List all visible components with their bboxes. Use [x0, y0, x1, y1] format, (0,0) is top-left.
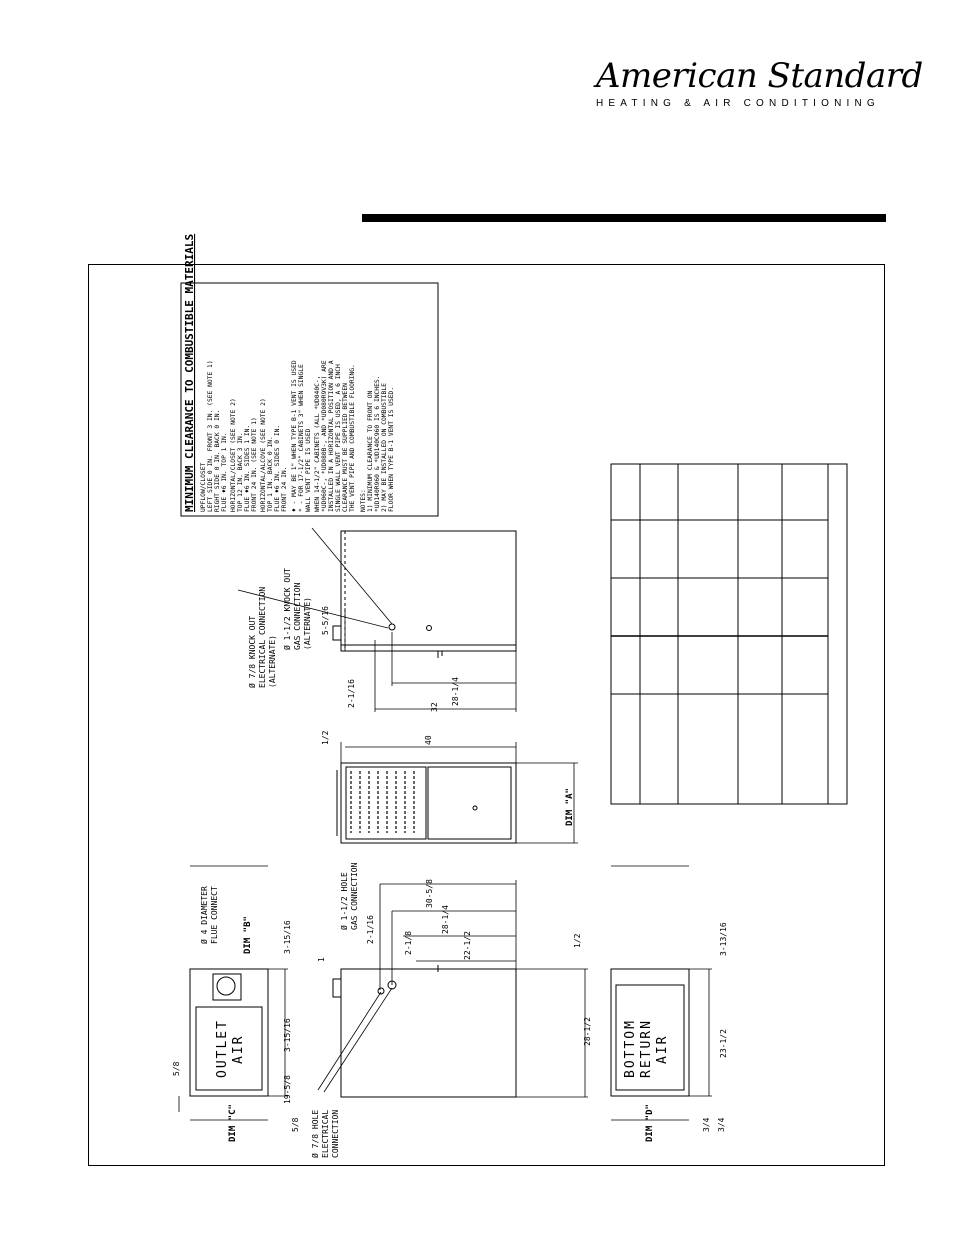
clearance-line: CLEARANCE MUST BE SUPPLIED BETWEEN — [342, 383, 349, 512]
clearance-line: INSTALLED IN A HORIZONTAL POSITION AND A — [328, 360, 335, 512]
svg-text:AIR: AIR — [655, 1035, 670, 1064]
front-view — [336, 762, 517, 844]
clearance-line: TOP 1 IN. BACK 0 IN. — [267, 436, 274, 512]
svg-text:(ALTERNATE): (ALTERNATE) — [303, 597, 312, 650]
svg-text:CONNECTION: CONNECTION — [331, 1110, 340, 1158]
brand-name: American Standard — [596, 56, 923, 96]
dim-value: 1 — [317, 957, 326, 962]
svg-text:Ø 1-1/2 KNOCK OUT: Ø 1-1/2 KNOCK OUT — [282, 568, 292, 650]
svg-text:ELECTRICAL CONNECTION: ELECTRICAL CONNECTION — [258, 587, 267, 688]
outlet-air-label: OUTLET AIR — [215, 1019, 246, 1078]
svg-text:FLUE CONNECT: FLUE CONNECT — [210, 886, 219, 944]
svg-text:OUTLET: OUTLET — [215, 1019, 230, 1078]
clearance-line: FLUE ♦6 IN. TOP 1 IN. — [221, 432, 228, 512]
side-view-alternate — [332, 530, 517, 658]
dim-value: 30-5/8 — [425, 879, 434, 908]
dim-value: 5/8 — [172, 1061, 181, 1076]
clearance-line: 1) MINIMUM CLEARANCE TO FRONT ON — [367, 390, 374, 512]
dim-value: 1/2 — [321, 730, 330, 745]
brand-logo: American Standard HEATING & AIR CONDITIO… — [596, 56, 923, 109]
dimension-table — [610, 463, 848, 805]
clearance-line: WALL VENT PIPE IS USED — [305, 428, 312, 512]
bottom-view-return — [610, 968, 690, 1097]
header-rule — [362, 214, 886, 222]
dim-value: 28-1/2 — [583, 1017, 592, 1046]
louvers — [350, 771, 415, 833]
svg-text:Ø 4 DIAMETER: Ø 4 DIAMETER — [199, 886, 209, 944]
svg-text:BOTTOM: BOTTOM — [623, 1019, 638, 1078]
dim-value: 19-5/8 — [283, 1075, 292, 1104]
dim-d-label: DIM "D" — [645, 1104, 655, 1142]
side-view — [332, 965, 517, 1098]
bottom-return-label: BOTTOM RETURN AIR — [623, 1019, 670, 1078]
clearance-line: FLUE ♦6 IN. SIDES 1 IN. — [244, 425, 251, 512]
clearance-line: HORIZONTAL/CLOSET (SEE NOTE 2) — [230, 398, 237, 512]
svg-text:AIR: AIR — [231, 1035, 246, 1064]
clearance-line: FRONT 24 IN. (SEE NOTE 1) — [251, 417, 258, 512]
clearance-title: MINIMUM CLEARANCE TO COMBUSTIBLE MATERIA… — [183, 234, 196, 512]
clearance-line: ♦ - MAY BE 1" WHEN TYPE B-1 VENT IS USED — [291, 360, 298, 512]
clearance-line: THE VENT PIPE AND COMBUSTIBLE FLOORING. — [349, 364, 356, 512]
dim-c-label: DIM "C" — [228, 1104, 238, 1142]
dim-value: 2-1/16 — [347, 679, 356, 708]
gas-hole-label: Ø 1-1/2 HOLE GAS CONNECTION — [339, 862, 359, 930]
clearance-line: NOTES: — [360, 489, 367, 512]
clearance-line: TOP 12 IN. BACK 3 IN. — [237, 432, 244, 512]
dim-b-label: DIM "B" — [243, 916, 253, 954]
dim-value: 28-1/4 — [441, 905, 450, 934]
dim-value: 2-1/16 — [366, 915, 375, 944]
dim-value: 5-5/16 — [321, 606, 330, 635]
clearance-line: *UD060C-, *UD080B-, AND *UD080R9V3K) ARE — [321, 360, 328, 512]
svg-text:ELECTRICAL: ELECTRICAL — [321, 1110, 330, 1158]
clearance-line: LEFT SIDE 0 IN. FRONT 3 IN. (SEE NOTE 1) — [207, 360, 214, 512]
dim-value: 23-1/2 — [719, 1029, 728, 1058]
svg-text:Ø 1-1/2 HOLE: Ø 1-1/2 HOLE — [339, 872, 349, 930]
gas-knockout-label: Ø 1-1/2 KNOCK OUT GAS CONNECTION (ALTERN… — [282, 568, 312, 650]
dim-value: 32 — [430, 702, 439, 712]
dim-value: 3-15/16 — [283, 1018, 292, 1052]
clearance-line: FLUE ♦6 IN. SIDES 0 IN. — [274, 425, 281, 512]
svg-text:RETURN: RETURN — [639, 1019, 654, 1078]
clearance-text: MINIMUM CLEARANCE TO COMBUSTIBLE MATERIA… — [183, 234, 395, 512]
flue-connect-label: Ø 4 DIAMETER FLUE CONNECT — [199, 886, 219, 944]
dim-value: 3-15/16 — [283, 920, 292, 954]
clearance-line: * - FOR 17-1/2" CABINETS 3" WHEN SINGLE — [298, 364, 305, 512]
dim-value: 40 — [424, 735, 433, 745]
clearance-line: RIGHT SIDE 0 IN. BACK 0 IN. — [214, 410, 221, 512]
elec-knockout-label: Ø 7/8 KNOCK OUT ELECTRICAL CONNECTION (A… — [247, 587, 277, 688]
dim-value: 5/8 — [291, 1117, 300, 1132]
clearance-line: 2) MAY BE INSTALLED ON COMBUSTIBLE — [381, 383, 388, 512]
dim-value: 28-1/4 — [451, 677, 460, 706]
svg-text:(ALTERNATE): (ALTERNATE) — [268, 635, 277, 688]
clearance-line: FRONT 24 IN. — [281, 467, 288, 513]
clearance-line: FLOOR WHEN TYPE B-1 VENT IS USED. — [388, 387, 395, 512]
svg-text:Ø 7/8 KNOCK OUT: Ø 7/8 KNOCK OUT — [247, 616, 257, 688]
clearance-line: WHEN 14-1/2" CABINETS (ALL *UD040C-, — [314, 376, 321, 512]
clearance-box — [180, 282, 439, 517]
elec-hole-label: Ø 7/8 HOLE ELECTRICAL CONNECTION — [310, 1110, 340, 1158]
dim-value: 22-1/2 — [463, 931, 472, 960]
dim-value: 1/2 — [573, 933, 582, 948]
dim-a-label: DIM "A" — [565, 788, 575, 826]
clearance-line: UPFLOW/CLOSET — [200, 463, 207, 512]
svg-text:GAS CONNECTION: GAS CONNECTION — [293, 582, 302, 650]
dim-value: 3/4 — [702, 1117, 711, 1132]
dim-value: 3-13/16 — [719, 922, 728, 956]
svg-text:Ø 7/8 HOLE: Ø 7/8 HOLE — [310, 1110, 320, 1158]
dim-value: 2-1/8 — [404, 931, 413, 955]
clearance-line: SINGLE WALL VENT PIPE IS USED, A 6 INCH — [335, 364, 342, 512]
top-view-outlet — [189, 968, 269, 1097]
svg-text:GAS CONNECTION: GAS CONNECTION — [350, 862, 359, 930]
brand-tagline: HEATING & AIR CONDITIONING — [596, 98, 880, 109]
dimension-lines — [178, 527, 712, 1121]
clearance-line: *UD140R960 & *UD140C960 IS 6 INCHES. — [374, 376, 381, 512]
clearance-line: HORIZONTAL/ALCOVE (SEE NOTE 2) — [260, 398, 267, 512]
drawing-frame — [88, 264, 885, 1166]
dim-value: 3/4 — [717, 1117, 726, 1132]
